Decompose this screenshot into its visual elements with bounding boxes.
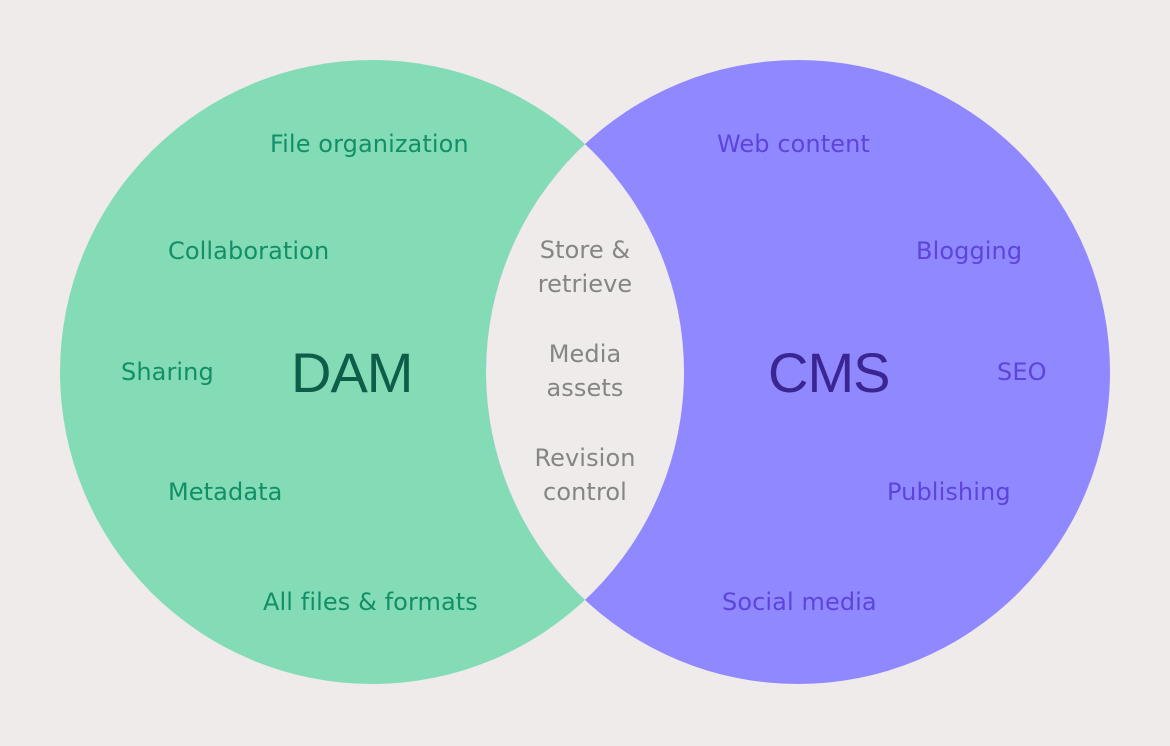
cms-title: CMS [768, 341, 890, 404]
dam-title: DAM [291, 341, 413, 404]
dam-item-metadata: Metadata [168, 478, 283, 506]
overlap-region [486, 60, 684, 684]
dam-item-all-files-formats: All files & formats [263, 588, 478, 616]
cms-item-social-media: Social media [722, 588, 877, 616]
cms-item-web-content: Web content [717, 130, 870, 158]
dam-item-collaboration: Collaboration [168, 237, 330, 265]
cms-item-blogging: Blogging [916, 237, 1023, 265]
dam-item-sharing: Sharing [121, 358, 214, 386]
overlap-item-media-assets: Media assets [546, 340, 624, 402]
overlap-item-revision-control: Revision control [534, 444, 636, 506]
dam-item-file-organization: File organization [270, 130, 469, 158]
cms-item-publishing: Publishing [887, 478, 1011, 506]
cms-item-seo: SEO [997, 358, 1047, 386]
overlap-item-store-retrieve: Store & retrieve [537, 236, 633, 298]
